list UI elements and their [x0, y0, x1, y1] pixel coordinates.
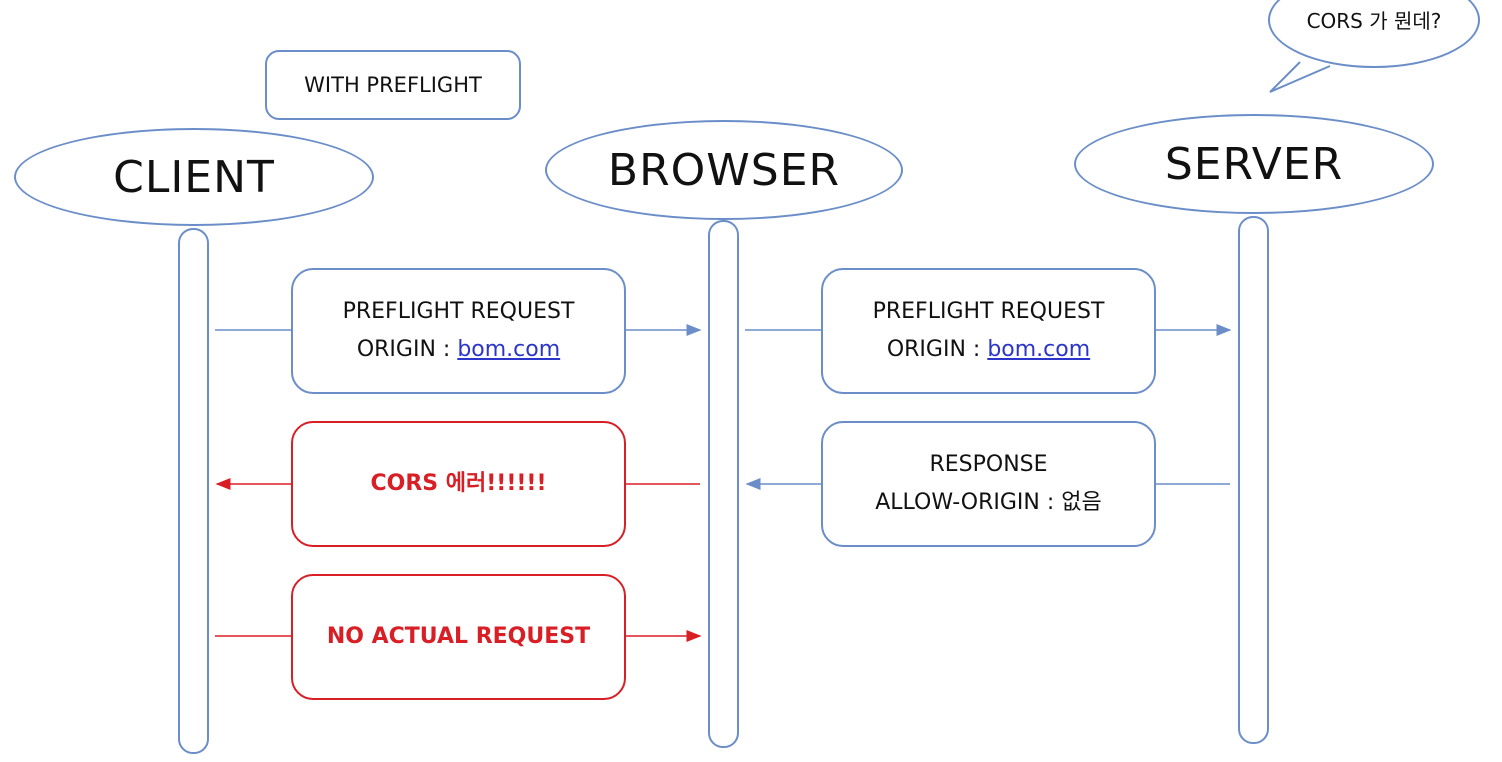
message-no-actual-request: NO ACTUAL REQUEST [291, 574, 626, 700]
origin-label: ORIGIN : [886, 337, 988, 362]
with-preflight-badge: WITH PREFLIGHT [265, 50, 521, 120]
origin-row: ORIGIN : bom.com [357, 331, 560, 369]
origin-link[interactable]: bom.com [457, 337, 561, 362]
speech-bubble-text: CORS 가 뭔데? [1306, 9, 1442, 33]
message-cors-error: CORS 에러!!!!!! [291, 421, 626, 547]
lifeline-server [1238, 216, 1269, 744]
actor-server: SERVER [1074, 114, 1434, 214]
actor-server-label: SERVER [1164, 138, 1344, 190]
lifeline-client [178, 228, 209, 754]
no-actual-request-text: NO ACTUAL REQUEST [326, 624, 591, 649]
origin-link[interactable]: bom.com [987, 337, 1091, 362]
response-line: RESPONSE [929, 452, 1048, 477]
speech-bubble-tail [1269, 61, 1331, 93]
actor-browser-label: BROWSER [607, 144, 841, 196]
allow-origin-line: ALLOW-ORIGIN : 없음 [875, 490, 1102, 515]
lifeline-browser [708, 220, 739, 748]
origin-label: ORIGIN : [356, 337, 458, 362]
message-line: PREFLIGHT REQUEST [342, 299, 575, 324]
message-preflight-client: PREFLIGHT REQUEST ORIGIN : bom.com [291, 268, 626, 394]
message-preflight-browser: PREFLIGHT REQUEST ORIGIN : bom.com [821, 268, 1156, 394]
origin-row: ORIGIN : bom.com [887, 331, 1090, 369]
actor-client-label: CLIENT [113, 151, 275, 203]
with-preflight-label: WITH PREFLIGHT [304, 73, 482, 97]
message-line: PREFLIGHT REQUEST [872, 299, 1105, 324]
message-response: RESPONSE ALLOW-ORIGIN : 없음 [821, 421, 1156, 547]
cors-error-text: CORS 에러!!!!!! [370, 471, 547, 496]
actor-client: CLIENT [14, 128, 374, 226]
actor-browser: BROWSER [545, 120, 903, 220]
